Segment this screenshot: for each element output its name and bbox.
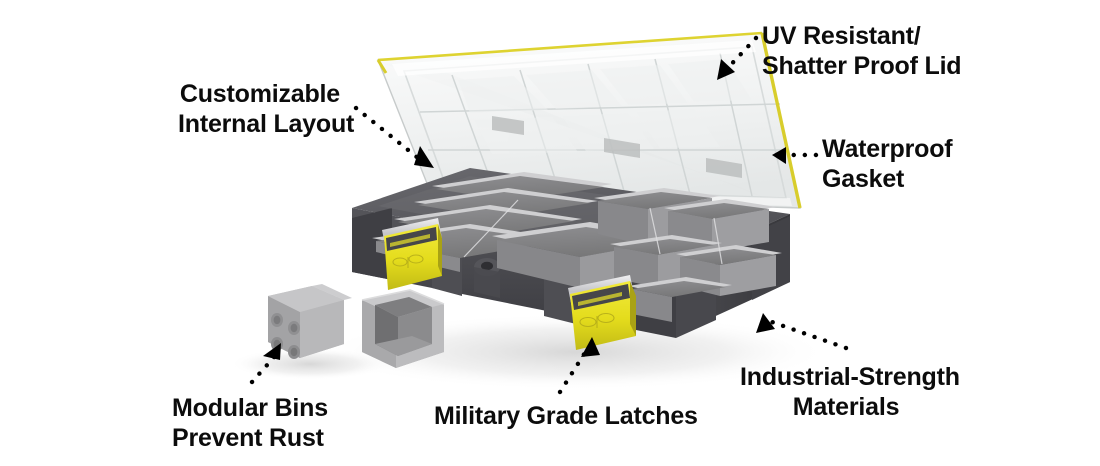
callout-uv-lid: UV Resistant/ Shatter Proof Lid <box>762 22 962 80</box>
internal-bin-layout <box>372 172 782 322</box>
lid-hinges <box>492 116 742 178</box>
latch-right[interactable] <box>568 275 636 350</box>
latch-right-emboss-logo <box>579 312 615 328</box>
gasket-top-edge <box>377 31 763 62</box>
case-base <box>352 168 790 350</box>
case-foot-left <box>352 208 392 280</box>
bin-cavity-opening <box>375 297 432 317</box>
callout-modular-bins: Modular Bins Prevent Rust <box>172 394 328 452</box>
gasket-right-edge <box>760 32 802 209</box>
handle-mount <box>474 258 500 298</box>
callout-industrial-materials: Industrial-Strength Materials <box>740 363 960 421</box>
callout-military-latches: Military Grade Latches <box>434 402 698 430</box>
transparent-lid <box>376 31 802 212</box>
callout-customizable-layout: Customizable Internal Layout <box>178 80 355 138</box>
latch-left-emboss-logo <box>392 254 424 268</box>
loose-bin-open <box>361 289 445 368</box>
latch-left[interactable] <box>382 218 442 290</box>
loose-bin-underside <box>268 284 352 359</box>
callout-waterproof-gasket: Waterproof Gasket <box>822 135 953 193</box>
bin-square-e <box>628 277 732 322</box>
